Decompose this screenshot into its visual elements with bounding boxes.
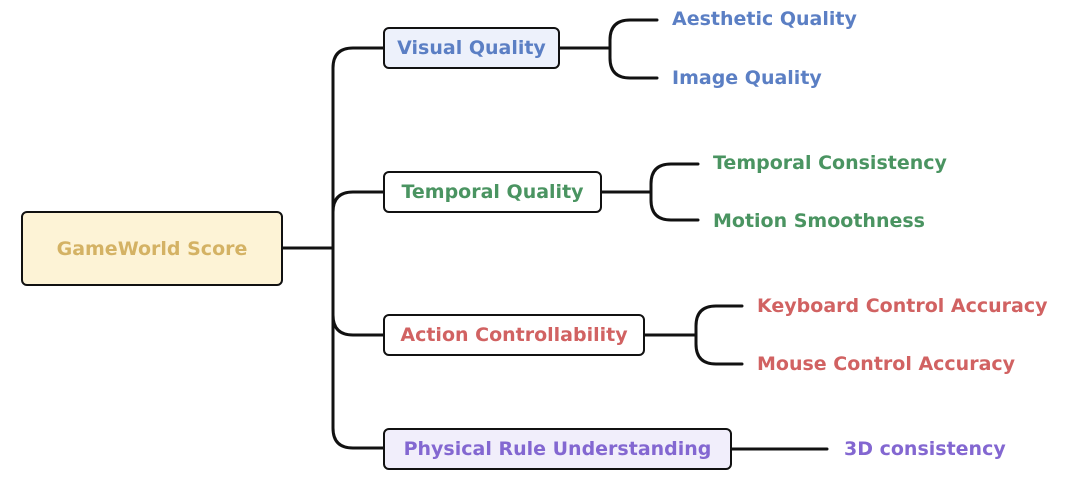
category-physical-rule-understanding: Physical Rule Understanding — [383, 428, 732, 470]
category-spine — [331, 46, 385, 450]
leaf-connector-visual — [558, 18, 659, 80]
root-label: GameWorld Score — [56, 237, 248, 260]
leaf-aesthetic-quality: Aesthetic Quality — [672, 8, 857, 30]
leaf-motion-smoothness: Motion Smoothness — [713, 210, 925, 232]
category-action-controllability: Action Controllability — [383, 314, 645, 356]
category-label: Temporal Quality — [401, 181, 584, 203]
leaf-3d-consistency: 3D consistency — [844, 438, 1006, 460]
category-temporal-quality: Temporal Quality — [383, 171, 602, 213]
category-label: Visual Quality — [397, 37, 546, 59]
leaf-connector-action — [643, 304, 744, 366]
leaf-temporal-consistency: Temporal Consistency — [713, 152, 947, 174]
category-visual-quality: Visual Quality — [383, 27, 560, 69]
leaf-image-quality: Image Quality — [672, 67, 822, 89]
category-label: Action Controllability — [400, 324, 628, 346]
category-branch-action — [331, 313, 385, 337]
leaf-keyboard-control-accuracy: Keyboard Control Accuracy — [757, 295, 1048, 317]
leaf-mouse-control-accuracy: Mouse Control Accuracy — [757, 353, 1016, 375]
category-label: Physical Rule Understanding — [403, 438, 712, 460]
root-node: GameWorld Score — [21, 211, 283, 286]
leaf-connector-temporal — [600, 162, 700, 222]
category-branch-temporal — [331, 190, 385, 214]
